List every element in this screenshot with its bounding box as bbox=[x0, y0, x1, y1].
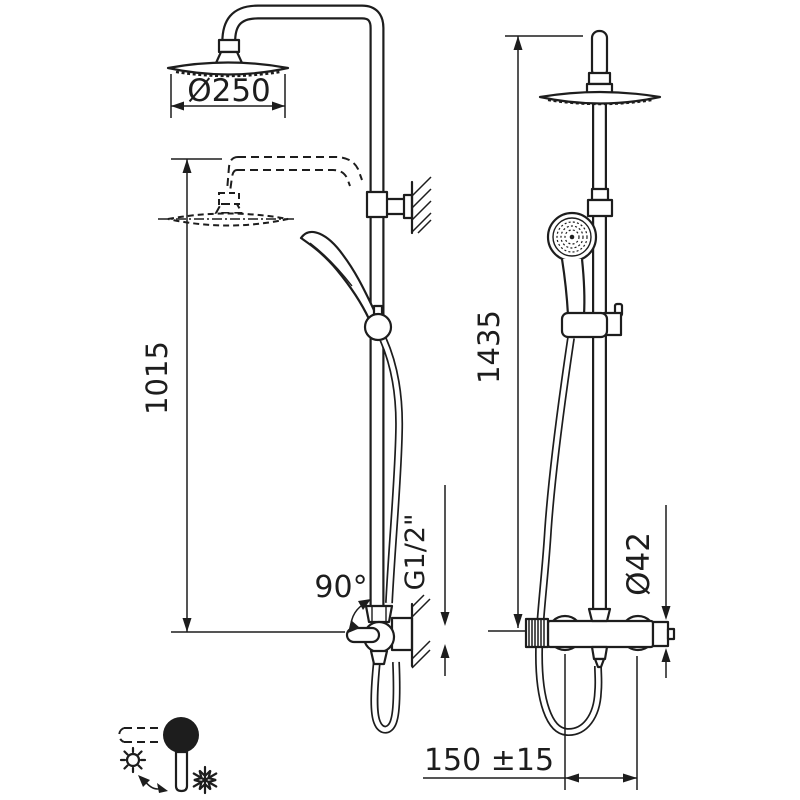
dim-label-head-diameter: Ø250 bbox=[187, 73, 271, 109]
temperature-handle bbox=[524, 617, 550, 649]
hose-front bbox=[535, 337, 603, 736]
diverter-valve-side bbox=[345, 594, 431, 734]
slider-knob bbox=[363, 312, 393, 342]
valve-nut bbox=[364, 604, 394, 624]
rotate-arrow-icon bbox=[138, 775, 168, 793]
side-view: Ø250 1015 bbox=[140, 4, 450, 734]
flow-handle bbox=[651, 620, 670, 648]
dim-label-thread-size: G1/2" bbox=[400, 514, 431, 591]
pipe-joint bbox=[586, 187, 614, 218]
annotation-swivel-angle: 90° bbox=[314, 570, 371, 633]
front-view: 1435 Ø42 1 bbox=[423, 29, 676, 790]
rain-head-side bbox=[166, 38, 290, 78]
riser-and-arm bbox=[221, 4, 385, 606]
hand-shower-front bbox=[546, 211, 598, 317]
dim-label-connection-centres: 150 ±15 bbox=[424, 743, 554, 778]
wall-elbow bbox=[390, 616, 414, 652]
valve-lever bbox=[345, 626, 381, 644]
rain-head-front bbox=[538, 90, 662, 106]
slider-bracket bbox=[560, 302, 624, 339]
dimension-connection-centres: 150 ±15 bbox=[423, 654, 638, 790]
handle-knob bbox=[163, 717, 199, 753]
riser-front bbox=[585, 29, 614, 612]
dim-label-swivel-angle: 90° bbox=[314, 570, 367, 605]
dim-label-mixer-diameter: Ø42 bbox=[621, 532, 657, 596]
arm-alternate-position-dashed bbox=[158, 156, 363, 227]
snowflake-icon bbox=[192, 765, 218, 795]
dimension-height-to-valve: 1015 bbox=[140, 158, 345, 633]
dimension-mixer-diameter: Ø42 bbox=[621, 505, 671, 678]
temperature-legend bbox=[118, 717, 218, 795]
wall-hatching-upper bbox=[411, 176, 432, 234]
thermostatic-mixer bbox=[524, 607, 676, 669]
dimension-head-diameter: Ø250 bbox=[170, 73, 286, 118]
wall-bracket bbox=[365, 176, 432, 235]
hand-shower-side bbox=[299, 231, 404, 604]
handle-stem bbox=[174, 750, 189, 793]
wall-hatching-lower bbox=[411, 594, 431, 669]
handle-alt-position-dashed bbox=[118, 727, 163, 743]
dim-label-overall-height: 1435 bbox=[472, 310, 506, 384]
dim-label-height-to-valve: 1015 bbox=[140, 341, 174, 415]
sun-icon bbox=[119, 746, 147, 774]
dimension-overall-height: 1435 bbox=[472, 35, 583, 632]
mixer-body bbox=[546, 619, 655, 649]
dimension-thread-size: G1/2" bbox=[400, 485, 450, 676]
